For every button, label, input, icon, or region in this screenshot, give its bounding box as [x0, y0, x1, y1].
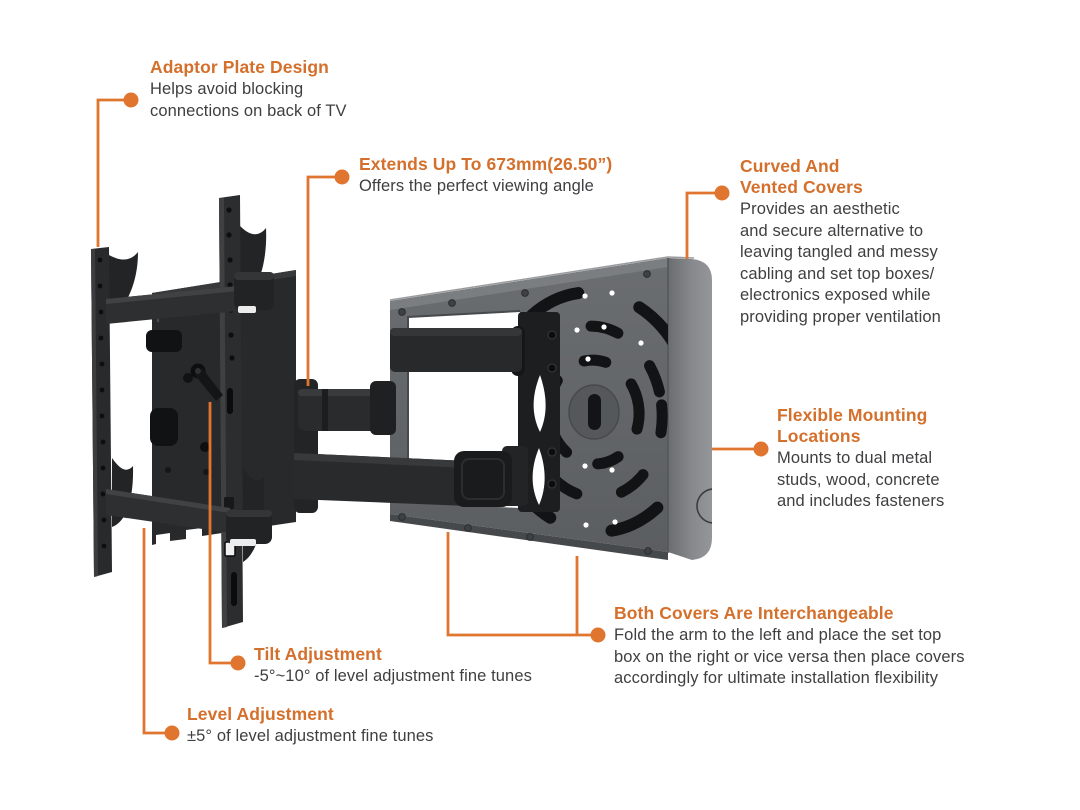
arm-link [370, 381, 396, 435]
callout-title: Curved And Vented Covers [740, 156, 863, 197]
callout-body: Offers the perfect viewing angle [359, 177, 594, 195]
callout-adaptor-plate: Adaptor Plate Design Helps avoid blockin… [150, 57, 390, 122]
leader-extends [306, 175, 342, 386]
plate-cutout [150, 408, 178, 446]
leader-adaptor [96, 98, 131, 247]
callout-title: Flexible Mounting Locations [777, 405, 928, 446]
callout-extends: Extends Up To 673mm(26.50”) Offers the p… [359, 154, 659, 198]
rail-bracket-bottom [106, 489, 272, 546]
tilt-lever [190, 363, 223, 452]
articulating-arm [294, 328, 528, 513]
upper-arm [298, 389, 380, 431]
leader-interchangeable [446, 532, 598, 637]
callout-body: ±5° of level adjustment fine tunes [187, 727, 434, 745]
leader-dots [123, 92, 769, 741]
elbow-joint [454, 451, 512, 507]
lower-arm [294, 453, 468, 506]
tv-rail-left [91, 247, 138, 577]
callout-body: Fold the arm to the left and place the s… [614, 626, 965, 687]
cover-side-face [668, 258, 712, 560]
cover-screws [398, 270, 652, 555]
callout-interchangeable-covers: Both Covers Are Interchangeable Fold the… [614, 603, 1054, 690]
callout-title: Tilt Adjustment [254, 644, 382, 664]
wall-cover-box [389, 256, 712, 560]
callout-body: Helps avoid blocking connections on back… [150, 80, 347, 120]
callout-body: Mounts to dual metal studs, wood, concre… [777, 449, 945, 510]
callout-level-adjustment: Level Adjustment ±5° of level adjustment… [187, 704, 527, 748]
callout-vented-covers: Curved And Vented Covers Provides an aes… [740, 156, 980, 328]
callout-mounting-locations: Flexible Mounting Locations Mounts to du… [777, 405, 997, 513]
callout-tilt-adjustment: Tilt Adjustment -5°~10° of level adjustm… [254, 644, 594, 688]
leader-level [142, 528, 172, 735]
callout-title: Level Adjustment [187, 704, 334, 724]
callout-body: Provides an aesthetic and secure alterna… [740, 200, 941, 326]
callout-title: Extends Up To 673mm(26.50”) [359, 154, 613, 174]
cable-hole [696, 488, 712, 524]
callout-body: -5°~10° of level adjustment fine tunes [254, 667, 532, 685]
leader-tilt [208, 402, 238, 665]
upper-forearm [390, 328, 522, 372]
plate-cutout [146, 330, 182, 352]
rail-bracket-top [106, 272, 274, 324]
clamp-endcap [238, 306, 256, 313]
callout-title: Adaptor Plate Design [150, 57, 329, 77]
leader-covers [685, 191, 722, 259]
callout-title: Both Covers Are Interchangeable [614, 603, 894, 623]
clamp-endcap [230, 539, 256, 546]
leader-lines [96, 98, 761, 735]
